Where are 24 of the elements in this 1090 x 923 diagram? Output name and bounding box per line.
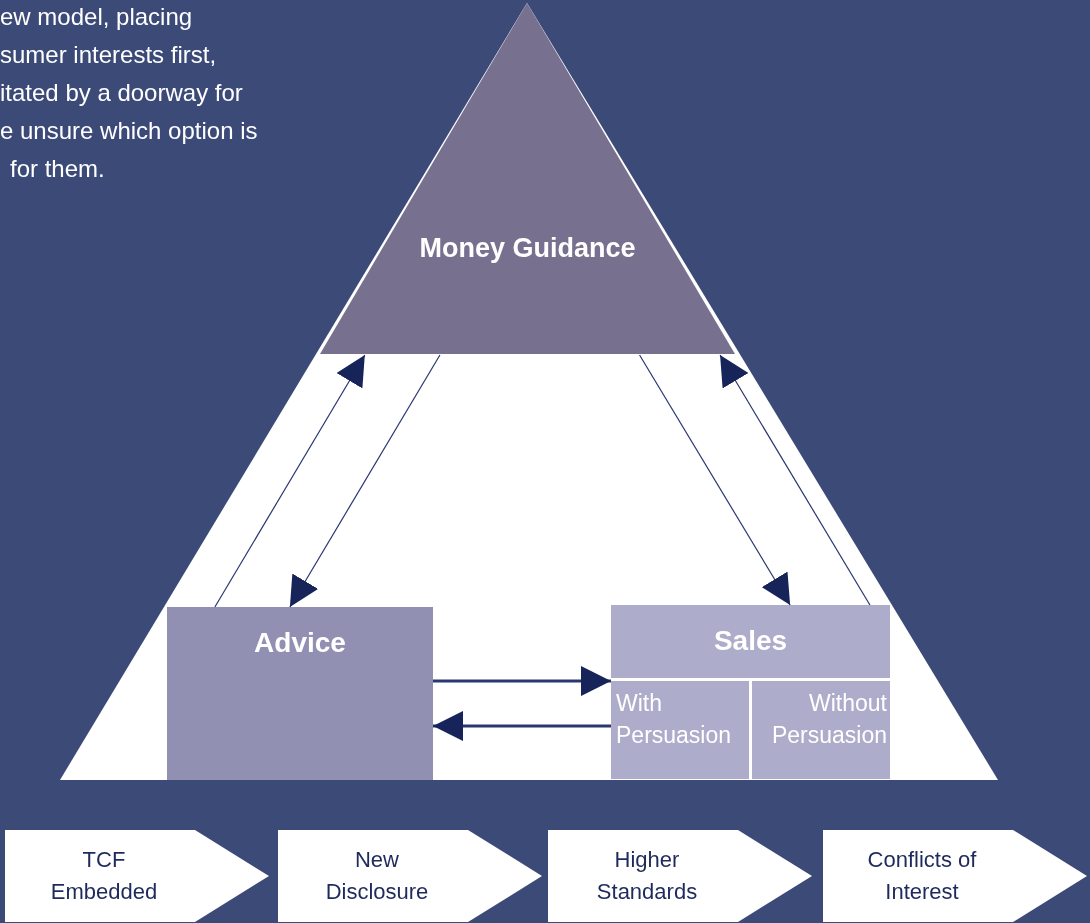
node-label: Conflicts of Interest [866,846,978,906]
arrow [433,666,611,697]
sub-box [752,681,890,779]
advice-box [167,607,433,780]
node-label: New Disclosure [324,846,430,906]
note-text: itated by a doorway for [0,78,243,108]
sales-box [611,605,890,779]
node-label: Sales [712,625,789,657]
note-text: ew model, placing [0,2,193,32]
sub-box [611,681,749,779]
arrow [289,354,441,608]
arrow [214,354,366,608]
arrow [638,354,791,606]
node-label: With Persuasion [616,689,733,750]
arrow [433,711,611,741]
node-label: Without Persuasion [770,689,887,750]
arrow [719,354,871,606]
node-label: Higher Standards [595,846,699,906]
note-text: for them. [10,154,105,184]
node-label: TCF Embedded [49,846,159,906]
note-text: e unsure which option is [0,116,258,146]
node-label: Advice [253,627,347,659]
note-text: sumer interests first, [0,40,217,70]
node-label: Money Guidance [418,233,637,264]
